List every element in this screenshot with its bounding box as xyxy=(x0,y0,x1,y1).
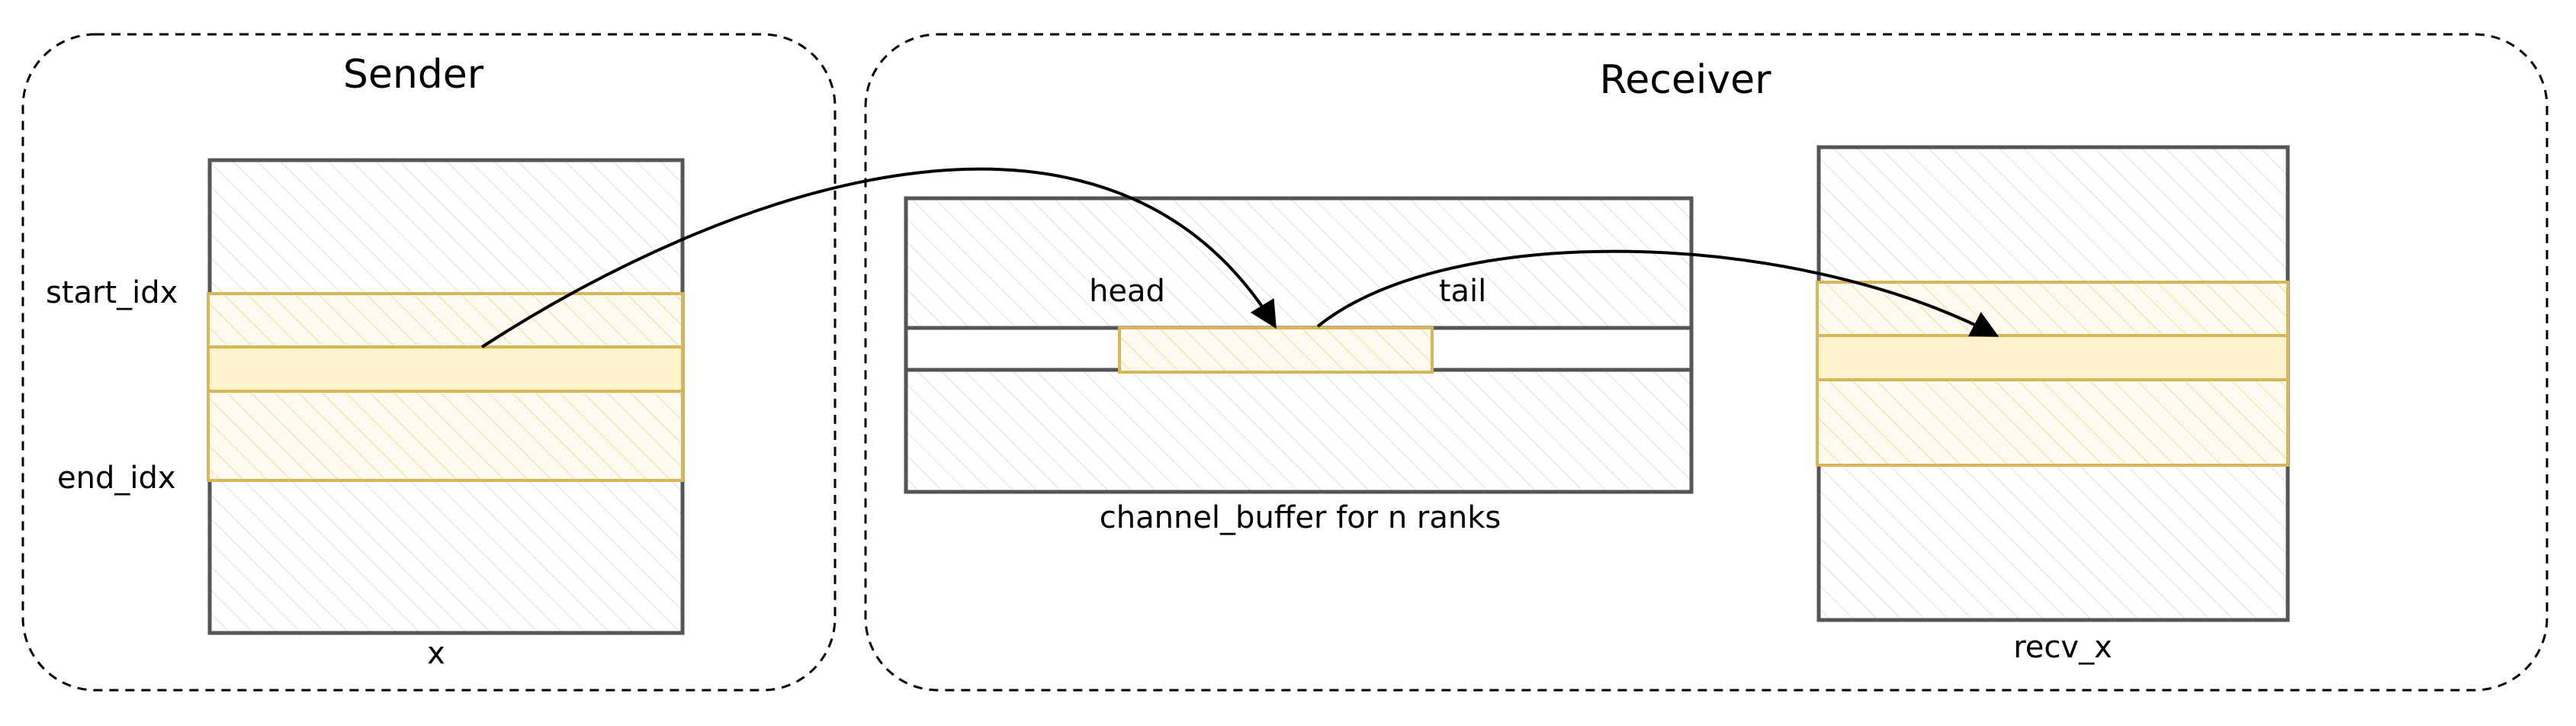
recv-array-label: recv_x xyxy=(2013,630,2112,665)
start-idx-label: start_idx xyxy=(46,275,178,310)
buffer-to-recv-arrow xyxy=(1316,249,1999,337)
receiver-group: Receiver head tail channel_buffer for n … xyxy=(864,33,2549,692)
receiver-container xyxy=(864,33,2549,692)
recv-token-row xyxy=(1816,334,2289,381)
channel-buffer-label: channel_buffer for n ranks xyxy=(1100,500,1501,535)
sender-container xyxy=(21,33,837,692)
tail-label: tail xyxy=(1439,274,1486,309)
end-idx-label: end_idx xyxy=(57,461,176,496)
sender-array-label: x xyxy=(427,636,445,671)
sender-token-row xyxy=(207,345,684,393)
sender-group: Sender start_idx end_idx x xyxy=(21,33,837,692)
head-label: head xyxy=(1089,274,1165,309)
sender-title: Sender xyxy=(343,52,484,98)
receiver-title: Receiver xyxy=(1600,57,1772,103)
send-to-buffer-arrow xyxy=(480,167,1277,349)
channel-buffer-filled-segment xyxy=(1118,326,1434,374)
